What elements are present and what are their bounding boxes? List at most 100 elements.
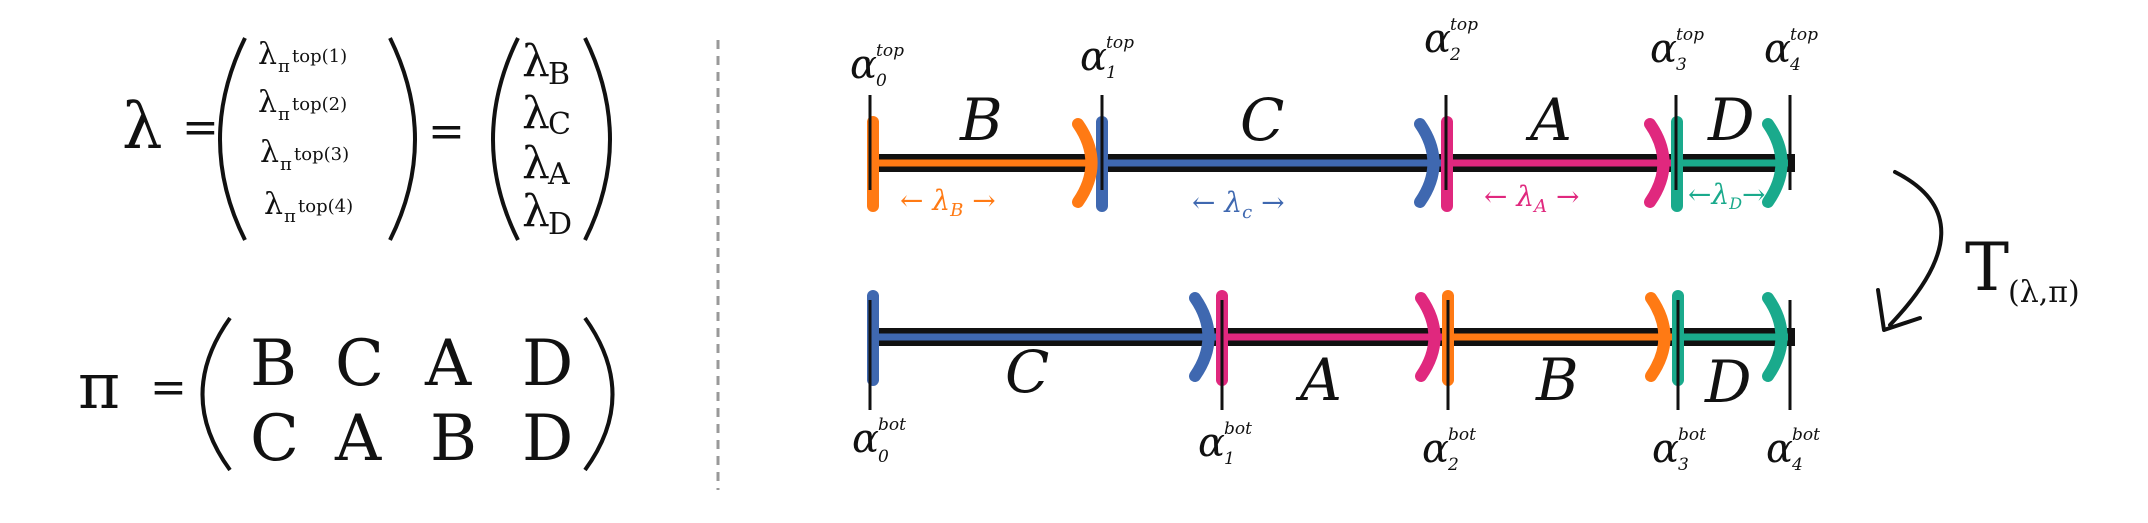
lambda-definition: λ = λ π top(1) λ π top(2) λ π top(3) λ π… [122,36,612,242]
svg-text:λ: λ [258,37,277,72]
bottom-interval-line: C A B D α 0 bot α 1 bot α 2 bot α 3 bot … [852,290,1820,475]
right-vector-entry-1: λ B [522,36,570,92]
svg-text:B: B [548,57,570,92]
left-vector-entry-1: λ π top(1) [258,37,347,77]
svg-text:bot: bot [878,415,906,435]
left-vector-entry-3: λ π top(3) [260,135,349,175]
svg-text:bot: bot [1792,425,1820,445]
top-length-a: ← λA → [1484,180,1579,217]
svg-text:1: 1 [1106,63,1117,83]
svg-text:bot: bot [1448,425,1476,445]
top-letter-c: C [1240,86,1284,154]
svg-text:top: top [1106,33,1134,53]
pi-bottom-2: A [334,402,382,476]
svg-text:α: α [1766,426,1793,472]
pi-equals: = [150,362,187,413]
alpha-bot-1: α 1 bot [1198,419,1252,469]
svg-text:D: D [548,207,572,242]
svg-text:λ: λ [522,138,550,189]
lambda-symbol: λ [122,90,163,164]
right-vector-entry-3: λ A [522,138,570,192]
bottom-letter-b: B [1535,346,1579,414]
svg-text:bot: bot [1678,425,1706,445]
svg-text:top(4): top(4) [298,196,353,217]
top-bracket-right-b [1072,118,1098,208]
svg-text:λ: λ [260,135,279,170]
pi-top-3: A [424,327,472,401]
top-bracket-right-c [1414,118,1440,208]
pi-open-paren [200,316,232,472]
svg-text:4: 4 [1789,55,1801,75]
map-arrow-head [1876,288,1922,332]
svg-text:α: α [1650,26,1677,72]
svg-text:λ: λ [522,186,550,237]
bottom-letter-c: C [1005,338,1049,406]
map-label-t: T [1965,229,2009,306]
map-label-args: (λ,π) [2008,275,2080,310]
top-length-c: ← λc → [1192,186,1285,223]
top-length-d: ←λD→ [1688,178,1766,213]
alpha-bot-0: α 0 bot [852,415,906,467]
svg-text:λ: λ [522,36,550,87]
svg-text:top: top [876,41,904,61]
lambda-equals-2: = [428,106,465,157]
svg-text:top: top [1450,15,1478,35]
pi-bottom-3: B [430,402,477,476]
left-vector-close-paren [388,37,417,241]
svg-text:α: α [850,42,877,88]
svg-text:λ: λ [264,187,283,222]
svg-text:3: 3 [1678,455,1689,475]
alpha-top-0: α 0 top [850,41,904,91]
top-length-b: ← λB → [900,184,996,221]
bottom-letter-a: A [1295,346,1342,414]
svg-text:A: A [547,157,570,192]
top-letter-d: D [1707,86,1755,154]
bottom-bracket-right-a [1415,292,1441,382]
bottom-bracket-right-b [1645,292,1671,382]
right-vector-open-paren [491,37,520,241]
pi-close-paren [583,316,615,472]
pi-bottom-4: D [522,402,573,476]
svg-text:4: 4 [1791,455,1803,475]
alpha-bot-4: α 4 bot [1766,425,1820,475]
alpha-bot-2: α 2 bot [1422,425,1476,475]
svg-text:top: top [1790,25,1818,45]
pi-top-1: B [250,327,297,401]
svg-text:α: α [1080,34,1107,80]
svg-text:π: π [278,56,290,77]
right-vector-close-paren [583,37,612,241]
pi-top-2: C [335,327,384,401]
left-vector-open-paren [218,37,247,241]
svg-text:top: top [1676,25,1704,45]
alpha-top-2: α 2 top [1424,15,1478,65]
svg-text:π: π [278,104,290,125]
left-vector-entry-2: λ π top(2) [258,85,347,125]
top-interval-line: B C A D ← λB → ← λc → ← λA → ←λD→ α 0 to… [850,15,1818,223]
pi-top-4: D [522,327,573,401]
right-vector-entry-4: λ D [522,186,572,242]
svg-text:3: 3 [1676,55,1687,75]
bottom-bracket-right-c [1189,292,1215,382]
svg-text:0: 0 [876,71,887,91]
svg-text:1: 1 [1224,449,1235,469]
svg-text:α: α [1764,26,1791,72]
bottom-bracket-right-d [1762,292,1788,382]
svg-text:λ: λ [522,88,550,139]
svg-text:top(1): top(1) [292,46,347,67]
lambda-equals-1: = [182,102,219,153]
svg-text:bot: bot [1224,419,1252,439]
left-vector-entry-4: λ π top(4) [264,187,353,227]
svg-text:α: α [1424,16,1451,62]
svg-text:C: C [548,107,571,142]
svg-text:2: 2 [1449,45,1461,65]
bottom-letter-d: D [1704,348,1752,416]
svg-text:α: α [1652,426,1679,472]
svg-text:top(3): top(3) [294,144,349,165]
svg-text:π: π [284,206,296,227]
pi-bottom-1: C [250,402,299,476]
svg-text:2: 2 [1447,455,1459,475]
right-vector-entry-2: λ C [522,88,571,142]
alpha-top-3: α 3 top [1650,25,1704,75]
alpha-top-1: α 1 top [1080,33,1134,83]
